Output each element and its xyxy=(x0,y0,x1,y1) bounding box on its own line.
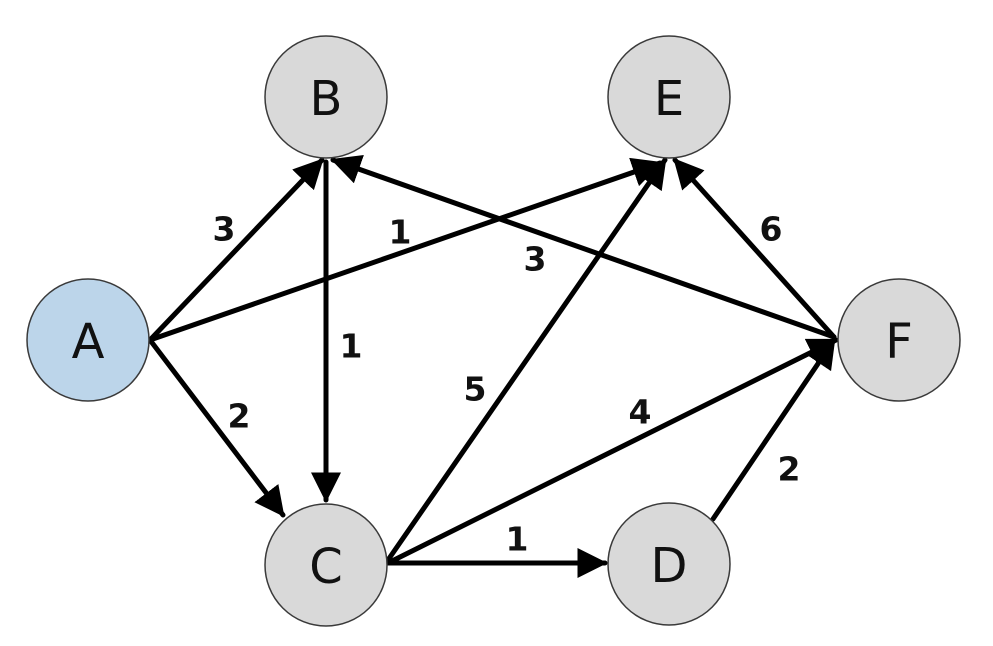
weight-label-f-e: 6 xyxy=(760,210,783,249)
node-e: E xyxy=(607,35,731,159)
node-f: F xyxy=(837,278,961,402)
edge-weights: 3 2 1 1 3 5 4 1 2 6 xyxy=(213,210,801,559)
weight-label-d-f: 2 xyxy=(778,450,801,489)
edge-a-to-c xyxy=(147,337,286,518)
node-circle-c xyxy=(264,503,388,627)
weight-label-c-e: 5 xyxy=(464,370,487,409)
edge-a-to-e xyxy=(147,157,663,343)
node-label-f: F xyxy=(885,314,913,370)
edges xyxy=(147,155,839,578)
node-c: C xyxy=(264,503,388,627)
weight-label-a-e: 1 xyxy=(389,213,412,252)
weight-label-b-c: 1 xyxy=(340,327,363,366)
weight-label-a-c: 2 xyxy=(228,397,251,436)
edge-a-to-b xyxy=(147,157,325,343)
node-circle-e xyxy=(607,35,731,159)
node-a: A xyxy=(26,278,150,402)
edge-d-to-f xyxy=(710,337,837,522)
node-label-b: B xyxy=(310,71,343,127)
node-label-e: E xyxy=(654,71,684,127)
edge-c-to-e xyxy=(385,157,668,563)
node-label-a: A xyxy=(72,314,105,370)
edge-f-to-b xyxy=(330,155,837,340)
node-circle-d xyxy=(607,502,731,626)
node-d: D xyxy=(607,502,731,626)
node-circle-b xyxy=(264,35,388,159)
node-b: B xyxy=(264,35,388,159)
node-label-c: C xyxy=(309,539,343,595)
weight-label-c-f: 4 xyxy=(629,393,652,432)
edge-c-to-f xyxy=(385,337,839,566)
nodes: A B C D E F xyxy=(26,35,961,627)
edge-f-to-e xyxy=(672,157,837,340)
weight-label-c-d: 1 xyxy=(506,520,529,559)
node-circle-f xyxy=(837,278,961,402)
weight-label-a-b: 3 xyxy=(213,210,236,249)
weight-label-f-b: 3 xyxy=(524,240,547,279)
node-circle-a xyxy=(26,278,150,402)
node-label-d: D xyxy=(651,538,688,594)
